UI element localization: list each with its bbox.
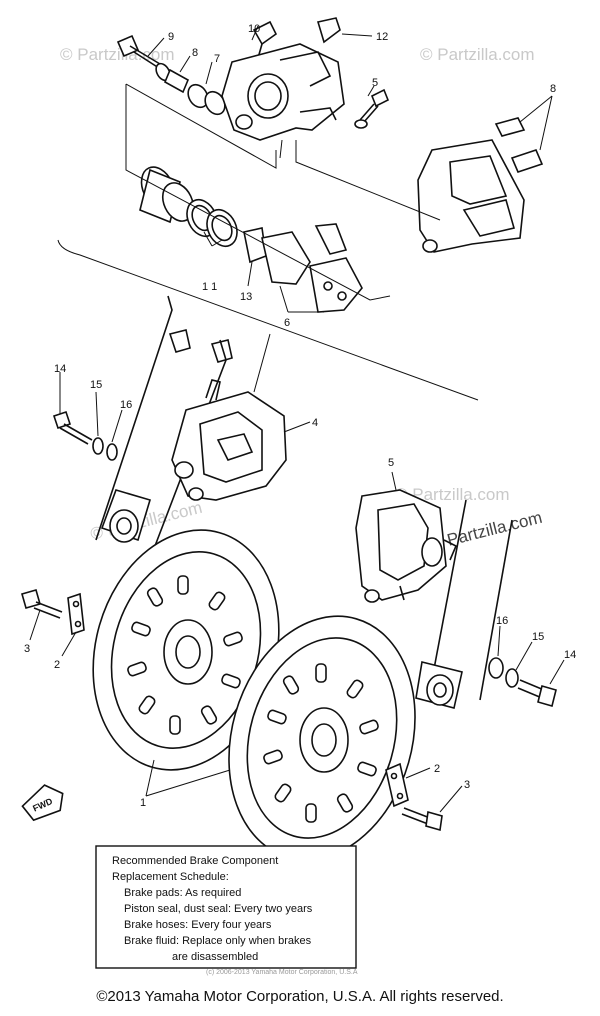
brake-disc-right xyxy=(228,615,416,861)
pad-clips-6 xyxy=(494,117,544,173)
brake-exploded-diagram: © Partzilla.com © Partzilla.com © Partzi… xyxy=(21,17,576,976)
bolt-14-left xyxy=(52,410,118,461)
caliper-body-top xyxy=(221,43,345,141)
fork-right xyxy=(415,499,513,709)
note-line: Brake pads: As required xyxy=(124,887,241,899)
maintenance-note-box: Recommended Brake Component Replacement … xyxy=(95,845,357,969)
callout-2: 2 xyxy=(434,763,440,775)
callout-2: 2 xyxy=(54,659,60,671)
callout-14: 14 xyxy=(564,649,576,661)
note-title: Recommended Brake Component xyxy=(112,855,278,867)
watermark: © Partzilla.com xyxy=(60,45,175,64)
note-subtitle: Replacement Schedule: xyxy=(112,871,229,883)
small-copyright: (c) 2006-2013 Yamaha Motor Corporation, … xyxy=(206,969,358,976)
callout-12: 12 xyxy=(376,31,388,43)
note-line: are disassembled xyxy=(172,951,258,963)
copyright-notice: ©2013 Yamaha Motor Corporation, U.S.A. A… xyxy=(96,988,504,1005)
fwd-arrow-icon: FWD xyxy=(21,784,64,822)
fork-left xyxy=(95,295,233,581)
caliper-4 xyxy=(171,379,287,501)
callout-6: 6 xyxy=(284,317,290,329)
note-line: Brake fluid: Replace only when brakes xyxy=(124,935,312,947)
bolt-5 xyxy=(354,88,390,129)
callout-15: 15 xyxy=(532,631,544,643)
callout-3: 3 xyxy=(24,643,30,655)
piston-seals-11 xyxy=(186,198,238,248)
watermark: © Partzilla.com xyxy=(428,508,544,554)
leader-lines xyxy=(29,25,565,813)
bolt-14-right xyxy=(488,657,557,707)
callout-9: 9 xyxy=(168,31,174,43)
brake-pads-6 xyxy=(261,223,363,313)
caliper-assembly-right xyxy=(417,139,525,253)
callout-7: 7 xyxy=(214,53,220,65)
watermark: © Partzilla.com xyxy=(420,45,535,64)
note-line: Piston seal, dust seal: Every two years xyxy=(124,903,313,915)
callout-16: 16 xyxy=(120,399,132,411)
callout-16: 16 xyxy=(496,615,508,627)
lock-plate-2-right xyxy=(385,762,409,808)
bolt-3-left xyxy=(21,589,63,619)
note-line: Brake hoses: Every four years xyxy=(124,919,272,931)
shim-13 xyxy=(243,227,267,264)
brake-disc-left xyxy=(92,529,280,771)
lock-plate-2-left xyxy=(67,592,85,636)
watermark: © Partzilla.com xyxy=(395,485,510,504)
sleeve-7 xyxy=(187,83,226,116)
callout-8: 8 xyxy=(192,47,198,59)
callout-11: 1 1 xyxy=(202,281,217,293)
bolt-3-right xyxy=(401,807,443,832)
callout-10: 10 xyxy=(248,23,260,35)
callout-8: 8 xyxy=(550,83,556,95)
callout-3: 3 xyxy=(464,779,470,791)
callout-15: 15 xyxy=(90,379,102,391)
callout-5: 5 xyxy=(388,457,394,469)
callout-1: 1 xyxy=(140,797,146,809)
callout-13: 13 xyxy=(240,291,252,303)
callout-5: 5 xyxy=(372,77,378,89)
bushing-8 xyxy=(155,62,190,94)
callout-4: 4 xyxy=(312,417,318,429)
cap-12 xyxy=(316,17,341,44)
piston xyxy=(139,166,195,224)
callout-14: 14 xyxy=(54,363,66,375)
caliper-5 xyxy=(355,489,458,603)
